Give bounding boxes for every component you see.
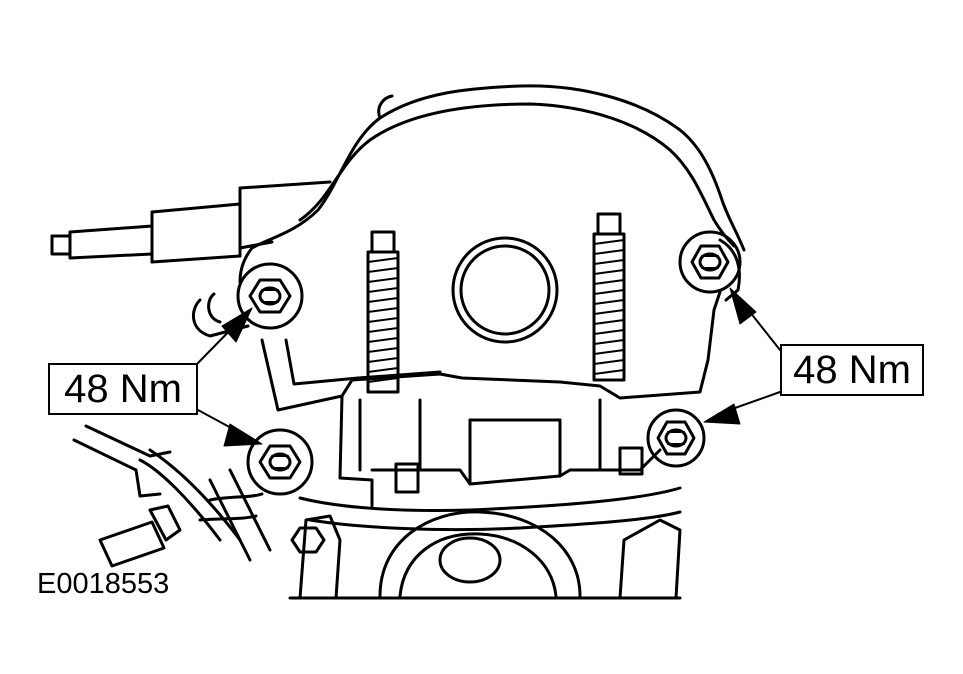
torque-callout-right: 48 Nm [780,344,924,396]
lower-bracket [260,290,722,532]
arrow-upper-left-icon [221,307,253,343]
shaft [50,180,332,264]
stud-right [592,212,626,382]
timing-cover [238,84,746,302]
small-nut-bottom-left [290,526,326,554]
lower-pulley [288,510,682,600]
arrow-lower-left-icon [223,423,263,447]
nut-upper-right [678,230,742,294]
nut-lower-right [646,408,706,468]
nut-lower-left [246,428,314,496]
hose-assembly [72,292,272,568]
stud-left [366,230,400,394]
center-opening [451,236,559,344]
arrow-lower-right-icon [703,403,741,425]
nut-upper-left [236,262,304,330]
figure-id-label: E0018553 [37,568,170,600]
arrowheads [221,287,757,447]
torque-callout-left: 48 Nm [48,363,198,415]
arrow-upper-right-icon [729,287,757,325]
